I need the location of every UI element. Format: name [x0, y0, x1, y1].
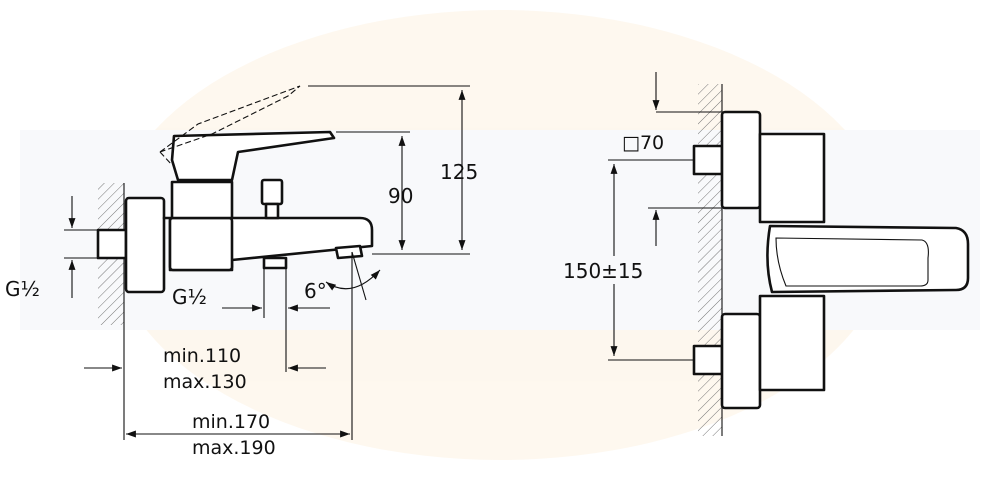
- wall-flange: [124, 196, 166, 294]
- mixer-housing: [168, 216, 234, 272]
- body-upper: [758, 132, 826, 224]
- diverter-stem: [264, 202, 280, 220]
- spout-front: [766, 224, 970, 294]
- label-thread-outlet: G½: [172, 285, 207, 309]
- wall-hatch-right: [698, 84, 722, 436]
- flange-bottom: [720, 312, 762, 410]
- spout-front-inner: [775, 237, 929, 287]
- body-lower: [758, 294, 826, 392]
- label-min-170: min.170: [192, 411, 270, 433]
- label-90: 90: [388, 184, 413, 208]
- label-max-130: max.130: [163, 371, 247, 393]
- label-thread-inlet: G½: [5, 277, 40, 301]
- side-view: 125 90 G½ G½ 6° min.110 max.130 min.170 …: [5, 85, 478, 459]
- spout-aerator: [334, 244, 364, 260]
- inlet-bottom: [692, 344, 724, 376]
- label-max-190: max.190: [192, 437, 276, 459]
- label-125: 125: [440, 160, 478, 184]
- flange-top: [720, 110, 762, 210]
- lever-open-position: [159, 85, 301, 166]
- spout-outlet: [262, 256, 288, 270]
- label-flange-square: □70: [622, 132, 664, 154]
- label-min-110: min.110: [163, 345, 241, 367]
- cartridge-housing: [170, 180, 234, 220]
- inlet-pipe: [96, 228, 128, 260]
- label-angle: 6°: [304, 279, 327, 303]
- angle-arc: [325, 269, 381, 291]
- lever-handle: [170, 130, 336, 182]
- front-view: □70 150±15: [563, 72, 970, 436]
- diverter-knob: [260, 178, 284, 206]
- inlet-top: [692, 144, 724, 176]
- label-center-distance: 150±15: [563, 259, 643, 283]
